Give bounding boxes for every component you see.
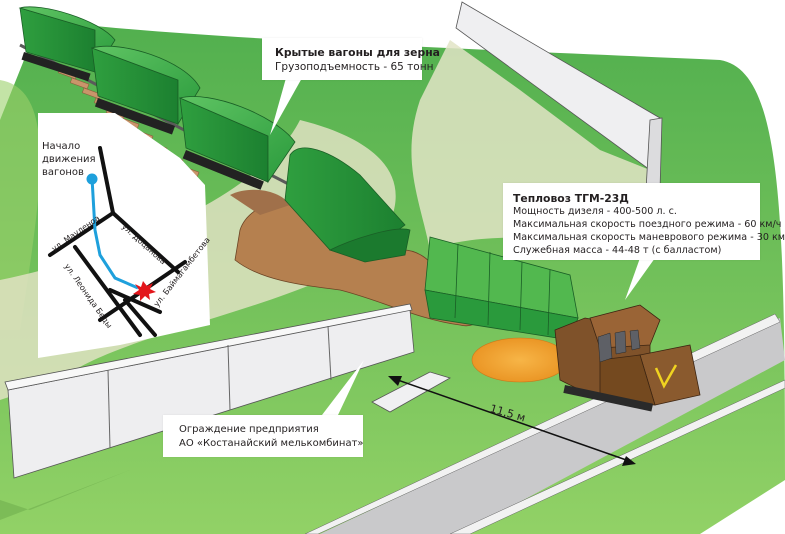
callout-line: Максимальная скорость маневрового режима…	[513, 232, 785, 243]
route-start-dot	[86, 173, 98, 185]
fallen-fence-panel	[371, 371, 452, 413]
callout-line: Служебная масса - 44-48 т (с балластом)	[513, 245, 722, 256]
locomotive	[554, 304, 701, 412]
callout-line: АО «Костанайский мелькомбинат»	[179, 438, 364, 449]
map-start-line: вагонов	[42, 167, 84, 178]
wagon-3	[178, 96, 296, 190]
map-road	[111, 211, 180, 274]
callout-title: Тепловоз ТГМ-23Д	[513, 192, 629, 205]
map-road	[48, 211, 115, 257]
map-road	[108, 288, 162, 314]
callout-fence: Ограждение предприятия АО «Костанайский …	[163, 415, 364, 457]
callout-title: Крытые вагоны для зерна	[275, 46, 440, 59]
map-start-label: Начало движения вагонов	[42, 140, 96, 179]
grain-spill	[471, 337, 569, 383]
derailed-wagon	[284, 147, 411, 263]
map-start-line: Начало	[42, 141, 81, 152]
map-road	[123, 298, 157, 337]
map-road	[98, 146, 115, 215]
location-map	[38, 113, 210, 358]
map-start-line: движения	[42, 154, 96, 165]
callout-line: Мощность дизеля - 400-500 л. с.	[513, 206, 677, 217]
wagon-2	[90, 45, 201, 135]
callout-wagons: Крытые вагоны для зерна Грузоподъемность…	[262, 38, 440, 80]
hopper-wagon	[424, 236, 579, 341]
callout-pointers	[270, 78, 655, 415]
callout-line: Ограждение предприятия	[179, 424, 319, 435]
distance-arrow	[388, 376, 636, 466]
map-road	[73, 245, 142, 337]
callout-line: Максимальная скорость поездного режима -…	[513, 219, 782, 230]
back-fence	[455, 1, 663, 191]
callout-line: Грузоподъемность - 65 тонн	[275, 61, 434, 73]
front-fence	[0, 303, 452, 520]
route-line	[90, 177, 139, 290]
callout-locomotive: Тепловоз ТГМ-23Д Мощность дизеля - 400-5…	[503, 183, 785, 260]
incident-star-icon	[133, 281, 156, 301]
